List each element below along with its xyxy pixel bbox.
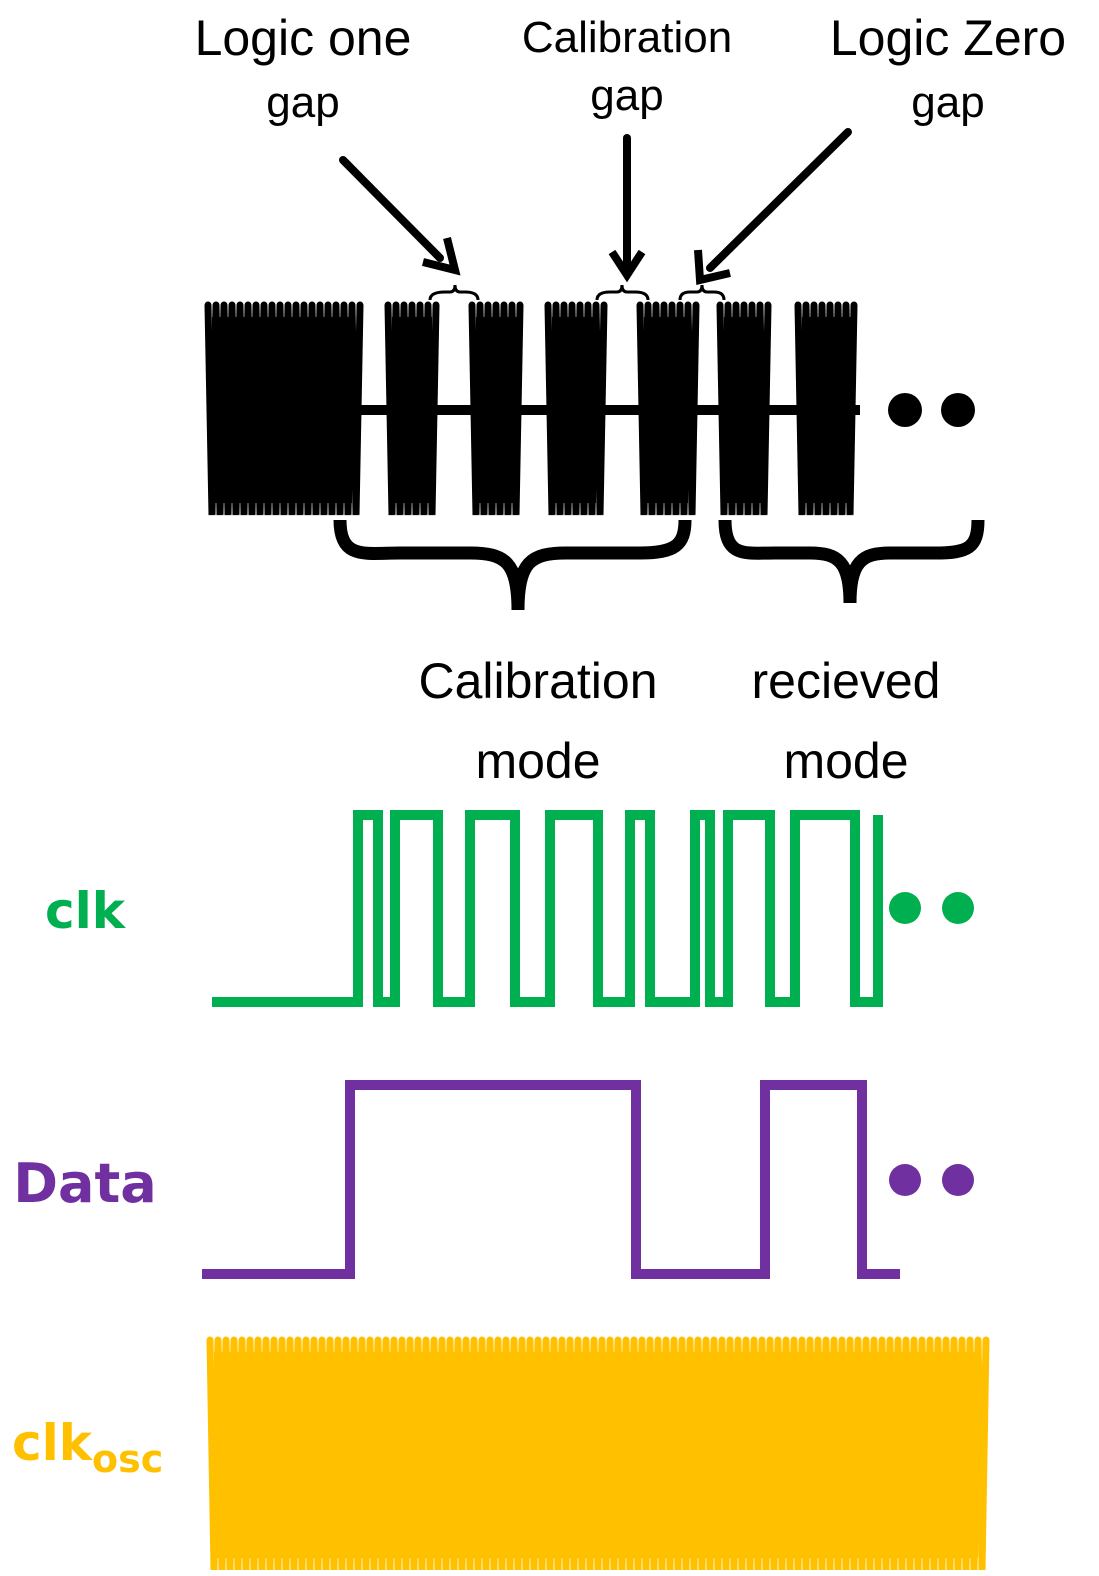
logic-zero-arrow	[694, 128, 852, 285]
received-mode-label: recieved	[752, 653, 941, 709]
logic-one-gap-sublabel: gap	[266, 78, 339, 127]
clk-osc-subscript: osc	[92, 1437, 163, 1481]
continuation-dot	[889, 1164, 921, 1196]
rf-burst	[204, 301, 364, 516]
logic-one-gap-label: Logic one	[195, 10, 412, 66]
rf-burst-fill	[212, 317, 352, 503]
clk-osc-burst	[206, 1336, 990, 1571]
logic-zero-gap-sublabel: gap	[911, 78, 984, 127]
continuation-dot	[942, 1164, 974, 1196]
logic-one-gap-brace	[428, 284, 480, 301]
calibration-gap-arrow	[608, 134, 646, 283]
rf-burst-fill	[644, 317, 688, 503]
logic-zero-gap-brace	[678, 284, 726, 301]
calibration-gap-label: Calibration	[522, 13, 732, 62]
calibration-gap-brace	[595, 284, 650, 301]
continuation-dot	[888, 393, 922, 427]
clk-waveform	[212, 810, 883, 1007]
rf-burst	[716, 301, 772, 516]
clk-osc-burst-fill	[214, 1352, 978, 1558]
rf-burst-fill	[802, 317, 852, 503]
clk-osc-main-text: clk	[12, 1414, 94, 1472]
rf-burst-fill	[552, 317, 596, 503]
clk-osc-signal-label: clkosc	[12, 1414, 163, 1481]
calibration-mode-label: Calibration	[418, 653, 657, 709]
rf-burst-fill	[724, 317, 762, 503]
continuation-dot	[941, 393, 975, 427]
received-mode-sublabel: mode	[783, 733, 908, 789]
data-signal-label: Data	[13, 1152, 157, 1215]
calibration-mode-sublabel: mode	[475, 733, 600, 789]
rf-burst	[384, 301, 440, 516]
continuation-dot	[889, 892, 921, 924]
clk-osc-waveform	[206, 1336, 990, 1571]
rf-burst-fill	[476, 317, 518, 503]
data-waveform	[202, 1080, 900, 1279]
logic-one-arrow	[339, 156, 461, 276]
calibration-mode-brace	[333, 519, 692, 611]
rf-burst	[544, 301, 608, 516]
rf-burst-signal	[204, 301, 860, 516]
logic-zero-gap-label: Logic Zero	[830, 10, 1066, 66]
rf-burst	[794, 301, 858, 516]
rf-burst	[468, 301, 524, 516]
rf-burst-fill	[392, 317, 432, 503]
rf-burst	[636, 301, 700, 516]
calibration-gap-sublabel: gap	[590, 71, 663, 120]
continuation-dot	[942, 892, 974, 924]
received-mode-brace	[718, 519, 985, 604]
clk-signal-label: clk	[45, 882, 127, 940]
